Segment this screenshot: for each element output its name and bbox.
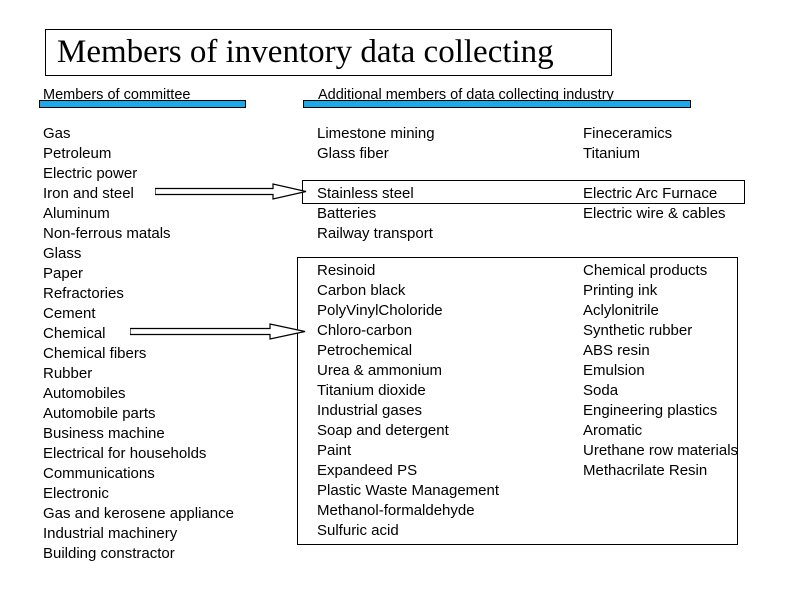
list-item: Soda bbox=[583, 382, 619, 399]
list-item: Aromatic bbox=[583, 422, 643, 439]
list-item: Batteries bbox=[317, 205, 377, 222]
list-item: Sulfuric acid bbox=[317, 522, 399, 539]
section-header-committee-bar bbox=[39, 100, 246, 108]
list-item: Gas bbox=[43, 125, 71, 142]
list-item: Non-ferrous matals bbox=[43, 225, 171, 242]
list-item: Industrial machinery bbox=[43, 525, 178, 542]
slide-title-box: Members of inventory data collecting bbox=[45, 29, 612, 76]
list-item: Electric Arc Furnace bbox=[583, 185, 718, 202]
list-item: Aluminum bbox=[43, 205, 110, 222]
connector-arrow-chemical bbox=[130, 323, 306, 340]
list-item: Industrial gases bbox=[317, 402, 423, 419]
list-item: Emulsion bbox=[583, 362, 645, 379]
list-item: Refractories bbox=[43, 285, 124, 302]
list-item: Automobile parts bbox=[43, 405, 156, 422]
list-item: Automobiles bbox=[43, 385, 126, 402]
list-item: Cement bbox=[43, 305, 96, 322]
list-item: Plastic Waste Management bbox=[317, 482, 500, 499]
list-item: Titanium dioxide bbox=[317, 382, 426, 399]
list-item: Gas and kerosene appliance bbox=[43, 505, 234, 522]
list-item: Urethane row materials bbox=[583, 442, 739, 459]
page-title: Members of inventory data collecting bbox=[57, 34, 554, 70]
list-item: Rubber bbox=[43, 365, 93, 382]
list-item: Soap and detergent bbox=[317, 422, 449, 439]
list-item: Paint bbox=[317, 442, 352, 459]
section-header-industry-bar bbox=[303, 100, 691, 108]
list-item: PolyVinylCholoride bbox=[317, 302, 443, 319]
list-item: Chemical bbox=[43, 325, 106, 342]
list-item: Limestone mining bbox=[317, 125, 435, 142]
list-item: Synthetic rubber bbox=[583, 322, 693, 339]
list-item: Titanium bbox=[583, 145, 640, 162]
list-item: Urea & ammonium bbox=[317, 362, 443, 379]
chemical-group-box bbox=[297, 257, 738, 545]
connector-arrow-iron-and-steel bbox=[155, 183, 307, 200]
list-item: Resinoid bbox=[317, 262, 376, 279]
list-item: Chemical products bbox=[583, 262, 708, 279]
list-item: Methanol-formaldehyde bbox=[317, 502, 475, 519]
list-item: Electrical for households bbox=[43, 445, 207, 462]
list-item: Stainless steel bbox=[317, 185, 414, 202]
list-item: Aclylonitrile bbox=[583, 302, 659, 319]
list-item: Glass bbox=[43, 245, 82, 262]
list-item: Railway transport bbox=[317, 225, 433, 242]
list-item: Iron and steel bbox=[43, 185, 134, 202]
list-item: Chloro-carbon bbox=[317, 322, 413, 339]
list-item: Building constractor bbox=[43, 545, 175, 562]
list-item: Methacrilate Resin bbox=[583, 462, 708, 479]
list-item: ABS resin bbox=[583, 342, 650, 359]
list-item: Carbon black bbox=[317, 282, 406, 299]
list-item: Glass fiber bbox=[317, 145, 389, 162]
list-item: Paper bbox=[43, 265, 84, 282]
list-item: Petroleum bbox=[43, 145, 112, 162]
list-item: Chemical fibers bbox=[43, 345, 147, 362]
list-item: Fineceramics bbox=[583, 125, 673, 142]
list-item: Electric power bbox=[43, 165, 138, 182]
list-item: Electronic bbox=[43, 485, 109, 502]
list-item: Printing ink bbox=[583, 282, 658, 299]
list-item: Communications bbox=[43, 465, 155, 482]
list-item: Expandeed PS bbox=[317, 462, 418, 479]
list-item: Business machine bbox=[43, 425, 165, 442]
list-item: Petrochemical bbox=[317, 342, 413, 359]
list-item: Engineering plastics bbox=[583, 402, 718, 419]
list-item: Electric wire & cables bbox=[583, 205, 726, 222]
